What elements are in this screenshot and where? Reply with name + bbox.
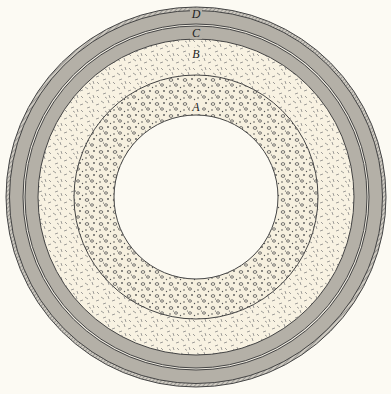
central-cavity: [114, 115, 278, 279]
layer-letter: C: [190, 27, 202, 39]
thin-layer: [23, 24, 369, 370]
band-b: [38, 39, 354, 355]
outer-crust: [6, 7, 386, 387]
layer-letter: D: [190, 8, 203, 20]
band-c: [25, 26, 367, 368]
band-d: [10, 11, 383, 384]
layer-letter: A: [190, 101, 201, 113]
band-a: [74, 75, 318, 319]
layer-letter: B: [190, 48, 201, 60]
